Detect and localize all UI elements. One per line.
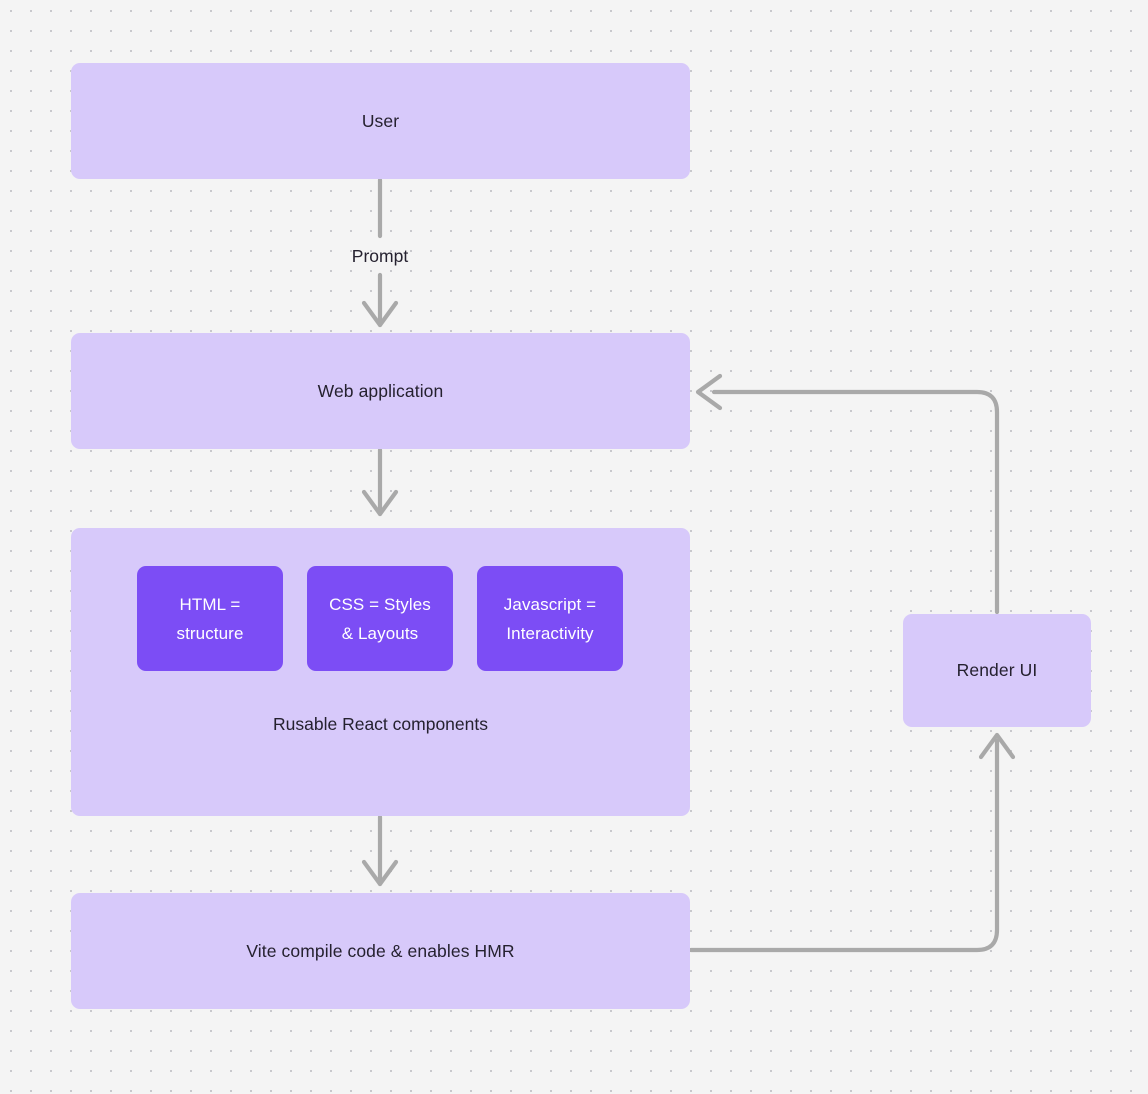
edge-arrowhead-web-application-right bbox=[695, 373, 723, 411]
node-html[interactable]: HTML = structure bbox=[137, 566, 283, 671]
node-html-label: HTML = structure bbox=[176, 594, 244, 643]
edge-render-ui-to-web-application bbox=[711, 389, 1000, 615]
node-user[interactable]: User bbox=[71, 63, 690, 179]
edge-arrowhead-render-ui-bottom bbox=[978, 732, 1016, 760]
edge-label-prompt: Prompt bbox=[351, 246, 409, 266]
node-web-application[interactable]: Web application bbox=[71, 333, 690, 449]
node-vite[interactable]: Vite compile code & enables HMR bbox=[71, 893, 690, 1009]
node-components-container[interactable]: HTML = structure CSS = Styles & Layouts … bbox=[71, 528, 690, 816]
node-javascript[interactable]: Javascript = Interactivity bbox=[477, 566, 623, 671]
node-render-ui-label: Render UI bbox=[956, 660, 1038, 680]
node-web-application-label: Web application bbox=[317, 380, 444, 401]
node-user-label: User bbox=[361, 110, 400, 131]
edge-vite-to-render-ui bbox=[688, 738, 1000, 953]
edge-arrowhead-components-top bbox=[361, 489, 399, 517]
node-components-caption: Rusable React components bbox=[273, 714, 488, 734]
node-css-label: CSS = Styles & Layouts bbox=[329, 594, 431, 643]
edge-arrowhead-vite-top bbox=[361, 859, 399, 887]
node-css[interactable]: CSS = Styles & Layouts bbox=[307, 566, 453, 671]
node-vite-label: Vite compile code & enables HMR bbox=[246, 940, 515, 961]
node-javascript-label: Javascript = Interactivity bbox=[503, 594, 597, 643]
edge-arrowhead-web-application-top bbox=[361, 300, 399, 328]
node-render-ui[interactable]: Render UI bbox=[903, 614, 1091, 727]
